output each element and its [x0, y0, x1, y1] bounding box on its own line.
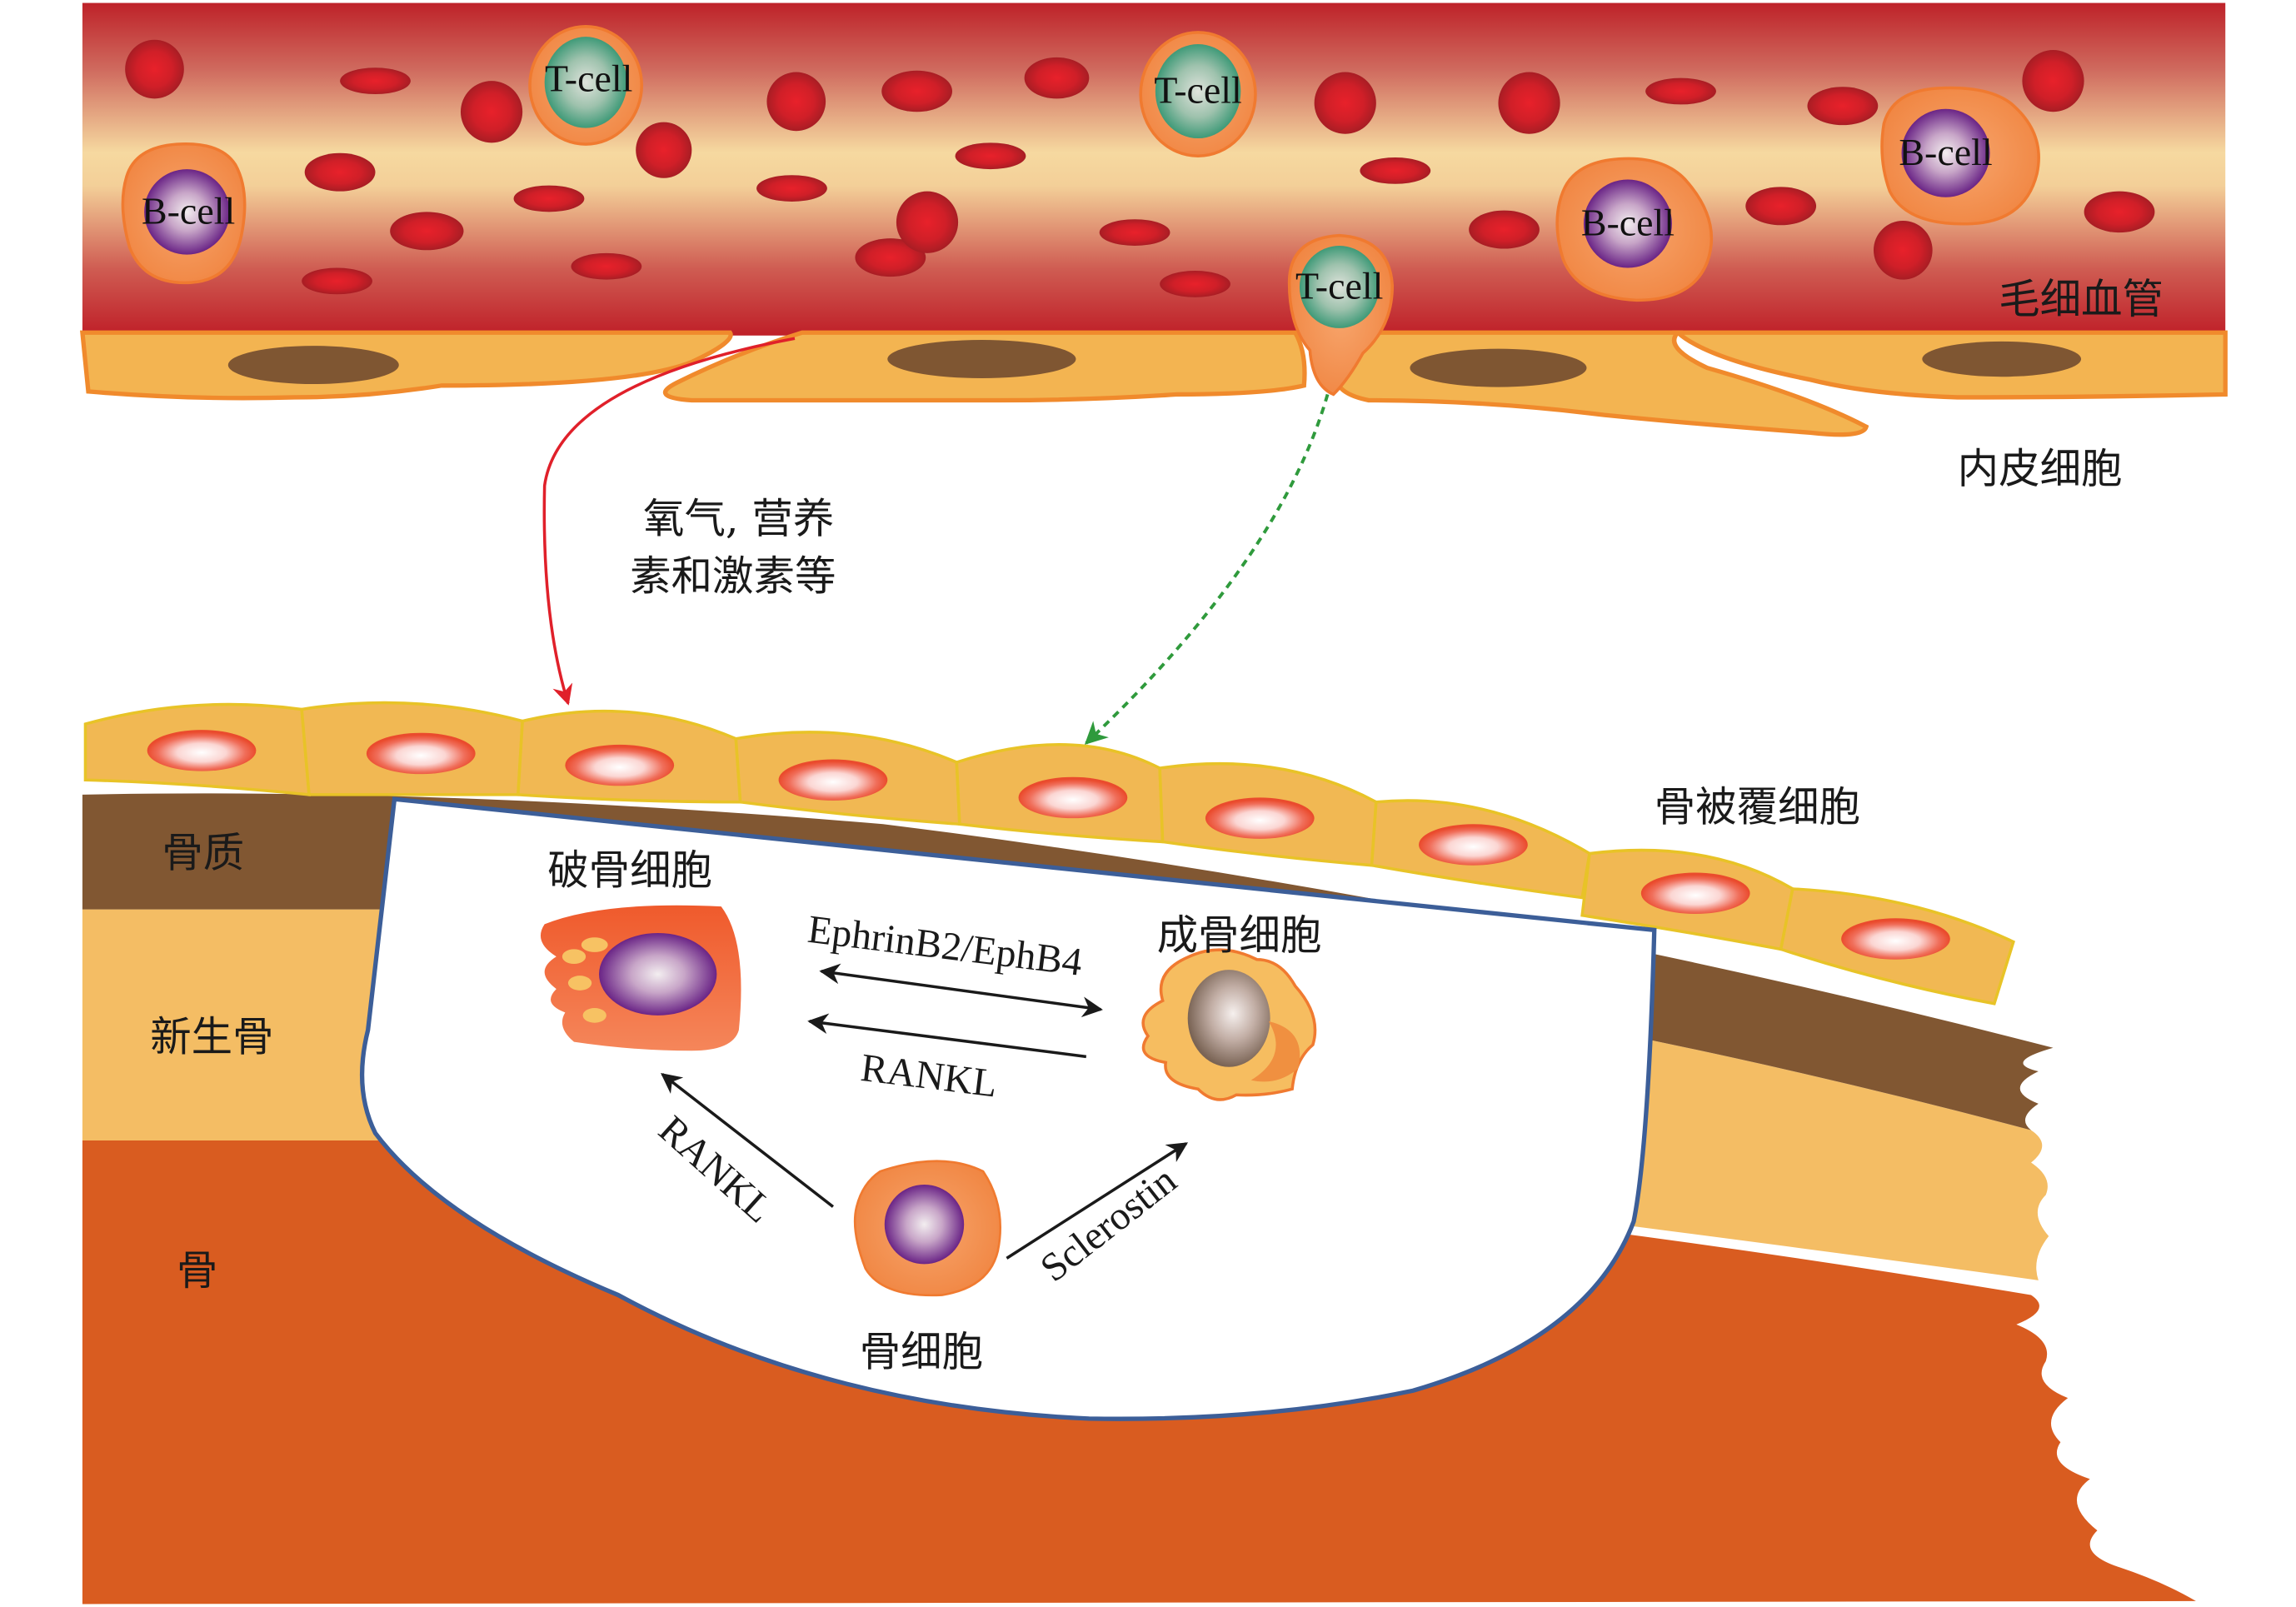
- lining-cell-nucleus: [1018, 776, 1128, 819]
- red-blood-cell: [896, 191, 959, 253]
- t-cell-label: T-cell: [1295, 265, 1383, 307]
- supply-label-line1: 氧气, 营养: [643, 494, 834, 542]
- red-blood-cell: [1024, 57, 1090, 99]
- osteoclast: 破骨细胞: [540, 846, 741, 1051]
- supply-label-line2: 素和激素等: [630, 551, 836, 600]
- red-blood-cell: [390, 212, 464, 251]
- capillary-label: 毛细血管: [1999, 275, 2164, 323]
- endothelial-nucleus: [1410, 348, 1587, 387]
- red-blood-cell: [1873, 220, 1933, 280]
- endothelium: T-cell 内皮细胞: [80, 233, 2228, 492]
- endothelium-label: 内皮细胞: [1958, 444, 2123, 492]
- b-cell: B-cell: [121, 142, 247, 285]
- b-cell: B-cell: [1555, 157, 1714, 302]
- rankl-osteoblast-arrow: [807, 1013, 1087, 1059]
- red-blood-cell: [1314, 72, 1376, 134]
- lining-cell-nucleus: [1841, 918, 1950, 960]
- bone-lining-label: 骨被覆细胞: [1655, 783, 1860, 831]
- lining-cell-nucleus: [1640, 872, 1750, 914]
- t-cell-migration-arrow: [1084, 393, 1330, 745]
- red-blood-cell: [1645, 77, 1716, 105]
- bone-label: 骨: [177, 1246, 217, 1295]
- red-blood-cell: [1745, 187, 1817, 226]
- lining-cell-nucleus: [565, 744, 675, 786]
- lining-cell-nucleus: [1205, 797, 1315, 839]
- osteocyte-label: 骨细胞: [860, 1327, 983, 1375]
- red-blood-cell: [881, 70, 953, 112]
- red-blood-cell: [766, 72, 826, 132]
- lining-cell-nucleus: [366, 732, 476, 775]
- red-blood-cell: [855, 238, 926, 277]
- t-cell-label: T-cell: [1154, 69, 1241, 112]
- lining-cell-nucleus: [147, 730, 257, 771]
- red-blood-cell: [1360, 157, 1431, 184]
- osteoid-label: 骨质: [162, 828, 244, 876]
- red-blood-cell: [636, 122, 692, 178]
- endothelial-cell: [80, 330, 733, 401]
- new-bone-label: 新生骨: [150, 1012, 273, 1061]
- red-blood-cell: [1160, 271, 1230, 297]
- t-cell-transmigrating: T-cell: [1287, 233, 1395, 397]
- osteoblast-label: 成骨细胞: [1157, 911, 1322, 959]
- red-blood-cell: [304, 152, 376, 192]
- b-cell: B-cell: [1880, 86, 2040, 226]
- rankl-osteocyte-arrow: [661, 1073, 835, 1208]
- red-blood-cell: [2084, 191, 2155, 233]
- red-blood-cell: [460, 81, 523, 143]
- endothelial-nucleus: [227, 346, 399, 385]
- red-blood-cell: [1807, 87, 1879, 126]
- red-blood-cell: [2022, 50, 2084, 112]
- b-cell-label: B-cell: [1581, 202, 1675, 244]
- t-cell-label: T-cell: [545, 57, 632, 100]
- osteoblast: 成骨细胞: [1141, 911, 1322, 1101]
- b-cell-label: B-cell: [142, 190, 235, 232]
- red-blood-cell: [1099, 219, 1170, 247]
- osteoclast-label: 破骨细胞: [547, 846, 712, 895]
- endothelial-nucleus: [1922, 341, 2082, 377]
- supply-label: 氧气, 营养 素和激素等: [630, 494, 836, 600]
- red-blood-cells: [125, 39, 2155, 297]
- t-cell: T-cell: [528, 25, 644, 146]
- lining-cell-nucleus: [1419, 824, 1528, 866]
- t-cell: T-cell: [1139, 31, 1257, 158]
- red-blood-cell: [125, 39, 184, 99]
- red-blood-cell: [571, 252, 642, 280]
- osteocyte: 骨细胞: [853, 1160, 1002, 1375]
- ephrin-arrow: [819, 963, 1103, 1018]
- red-blood-cell: [340, 67, 411, 95]
- red-blood-cell: [1469, 210, 1540, 249]
- lining-cell-nucleus: [778, 759, 888, 801]
- bone-lining-cells: 骨被覆细胞: [83, 701, 2015, 1006]
- b-cell-label: B-cell: [1899, 131, 1992, 173]
- endothelial-nucleus: [887, 340, 1076, 378]
- red-blood-cell: [955, 142, 1026, 170]
- sclerostin-arrow: [1006, 1142, 1189, 1260]
- red-blood-cell: [1498, 72, 1560, 134]
- nutrient-supply-arrow: [542, 337, 796, 706]
- red-blood-cell: [302, 267, 372, 295]
- capillary: B-cell T-cell T-cell B-cell B-cell 毛细血管: [82, 2, 2226, 336]
- red-blood-cell: [756, 175, 827, 202]
- red-blood-cell: [513, 185, 585, 212]
